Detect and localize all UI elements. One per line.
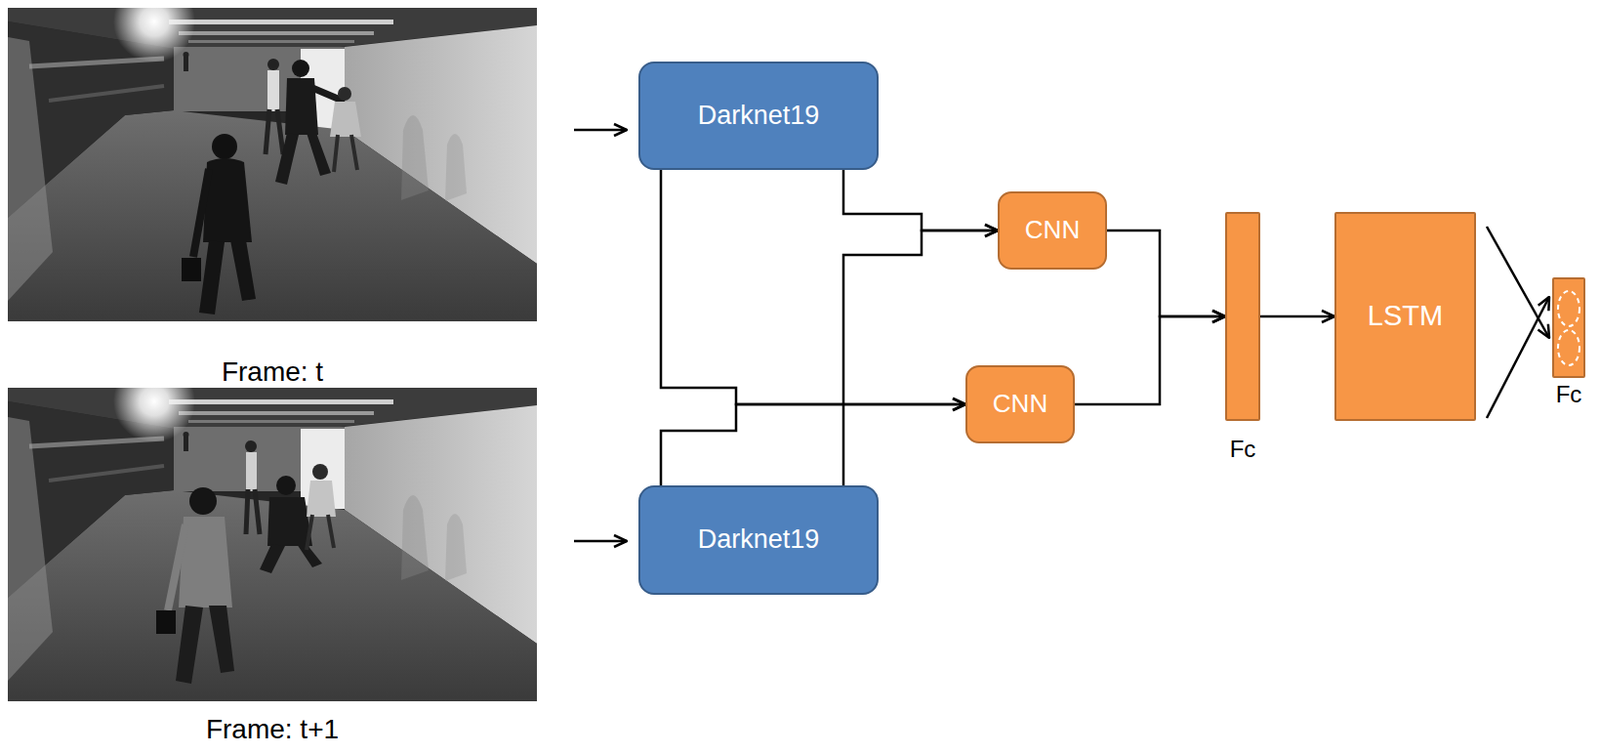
connector-arrow [1486, 226, 1550, 418]
layer-label: Fc [1230, 435, 1257, 463]
input-arrow [574, 539, 627, 543]
connector-arrow [843, 169, 998, 231]
box-label: LSTM [1367, 299, 1443, 332]
connector-line [1486, 296, 1550, 418]
lstm-box: LSTM [1334, 211, 1477, 421]
cnn-box: CNN [965, 365, 1075, 444]
connector-arrow [1107, 230, 1226, 317]
connector-arrow [1260, 316, 1335, 318]
connector-arrow [843, 230, 998, 486]
feature-extractor-box: Darknet19 [638, 61, 879, 170]
frame-t-photo [7, 7, 537, 322]
connector-arrow [1074, 316, 1226, 405]
connector-line [1074, 316, 1226, 405]
box-label: Darknet19 [697, 100, 821, 131]
connector-line [1107, 230, 1226, 317]
connector-line [660, 404, 966, 486]
frame-caption: Frame: t+1 [205, 713, 339, 745]
frame-t-plus-1-photo [7, 387, 537, 701]
connector-line [843, 230, 998, 486]
connector-line [1486, 226, 1550, 338]
box-label: CNN [1025, 215, 1080, 246]
input-arrow [574, 128, 627, 132]
frame-caption: Frame: t [221, 356, 324, 388]
connector-arrow [660, 169, 966, 405]
feature-extractor-box: Darknet19 [638, 485, 879, 595]
connector-arrow [660, 404, 966, 486]
fc-layer-bar: Fc [1225, 211, 1261, 421]
connector-line [843, 169, 998, 231]
box-label: CNN [992, 389, 1048, 419]
cnn-box: CNN [997, 191, 1108, 270]
output-fc-bar: Fc [1552, 277, 1586, 378]
box-label: Darknet19 [697, 524, 821, 555]
connector-line [660, 169, 966, 405]
layer-label: Fc [1556, 380, 1583, 409]
neuron-ellipses [1554, 279, 1584, 376]
connector-line [1260, 315, 1335, 319]
